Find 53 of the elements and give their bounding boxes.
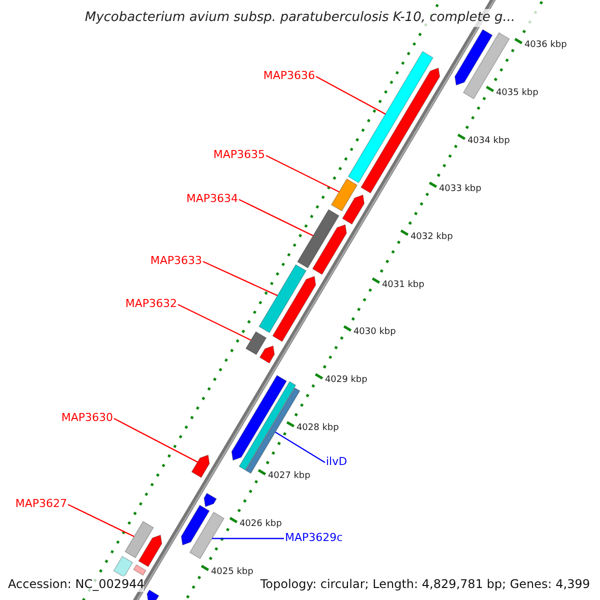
- gene-feature: [258, 264, 307, 334]
- gene-label: ilvD: [326, 455, 348, 468]
- gene-label: MAP3627: [15, 497, 67, 510]
- scale-label: 4036 kbp: [524, 40, 567, 52]
- gene-feature: [272, 276, 316, 342]
- scale-label: 4028 kbp: [296, 423, 339, 434]
- leader-line: [266, 154, 340, 192]
- gene-feature: [124, 520, 154, 558]
- gene-label: MAP3632: [125, 297, 177, 310]
- gene-label: MAP3633: [150, 254, 202, 267]
- gene-feature: [146, 589, 160, 600]
- scale-label: 4026 kbp: [239, 519, 282, 530]
- leader-line: [114, 418, 198, 463]
- scale-label: 4035 kbp: [496, 88, 538, 99]
- gene-feature: [189, 512, 225, 560]
- scale-label: 4033 kbp: [438, 184, 482, 195]
- scale-label: 4034 kbp: [467, 136, 510, 147]
- gene-feature: [231, 374, 288, 461]
- scale-label: 4031 kbp: [382, 280, 424, 291]
- gene-feature: [312, 224, 347, 275]
- gene-feature: [296, 209, 340, 268]
- gene-feature: [238, 381, 296, 471]
- leader-line: [68, 504, 134, 538]
- gene-feature: [342, 194, 365, 225]
- gene-feature: [180, 504, 210, 546]
- gene-label: MAP3634: [186, 192, 238, 205]
- gene-feature: [360, 67, 440, 194]
- leader-line: [202, 260, 278, 296]
- leader-line: [275, 432, 326, 464]
- scale-label: 4029 kbp: [324, 375, 368, 386]
- gene-feature: [245, 331, 267, 356]
- leader-line: [316, 76, 386, 115]
- scale-label: 4027 kbp: [268, 471, 310, 482]
- gene-label: MAP3635: [213, 148, 265, 161]
- scale-label: 4030 kbp: [353, 327, 396, 338]
- gene-feature: [259, 345, 275, 364]
- gene-feature: [330, 178, 358, 212]
- scale-label: 4025 kbp: [210, 566, 254, 578]
- leader-line: [212, 538, 284, 540]
- gene-label: MAP3629c: [285, 531, 343, 544]
- scale-label: 4032 kbp: [410, 232, 453, 243]
- gene-feature: [138, 534, 162, 568]
- topology-text: Topology: circular; Length: 4,829,781 bp; Genes: 4,399: [260, 576, 590, 592]
- gene-feature: [113, 556, 134, 578]
- gene-feature: [348, 50, 434, 184]
- gene-label: MAP3630: [61, 411, 113, 424]
- leader-line: [178, 304, 252, 341]
- gene-feature: [191, 454, 210, 478]
- gene-feature: [454, 29, 493, 86]
- accession-text: Accession: NC_002944: [8, 576, 144, 592]
- gene-feature: [204, 492, 217, 508]
- gene-label: MAP3636: [263, 69, 315, 82]
- leader-line: [238, 198, 314, 236]
